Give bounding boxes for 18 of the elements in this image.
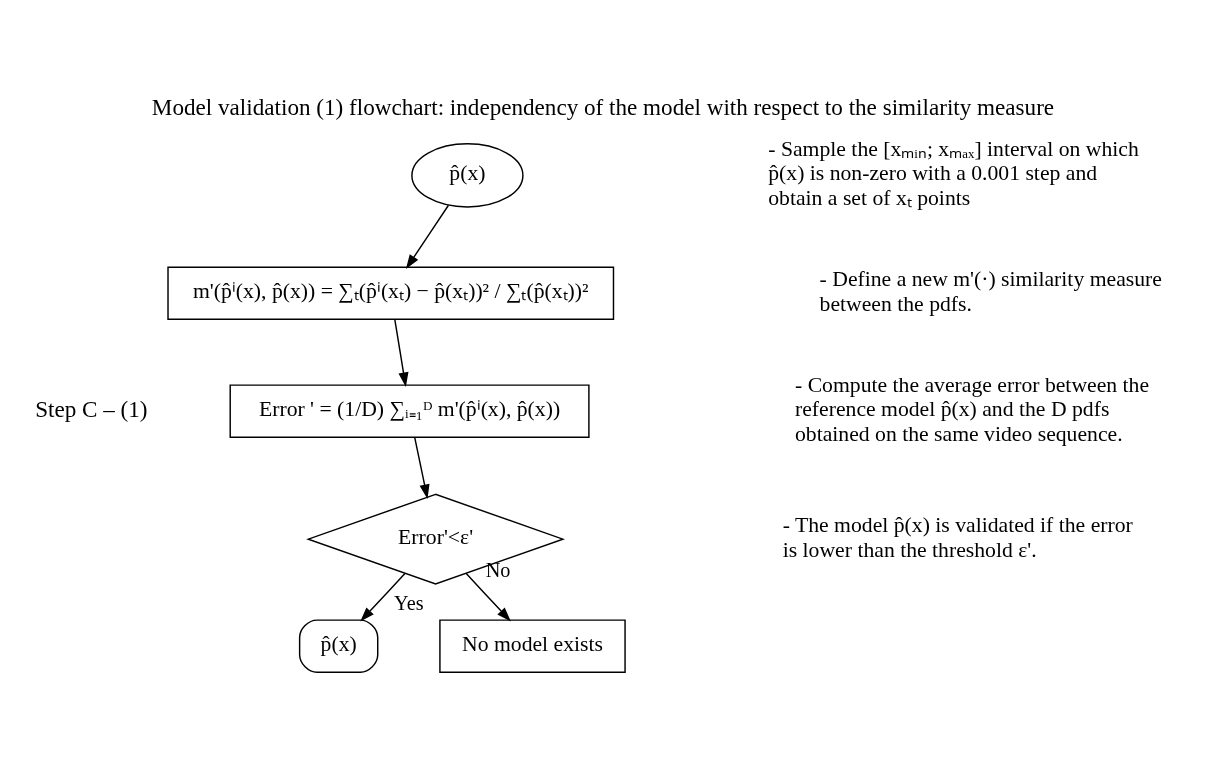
- node-box: p̂(x): [298, 619, 379, 673]
- edge-label: No: [485, 559, 511, 582]
- label: - Define a new m'(·) similarity measure between the pdfs.: [819, 267, 1162, 316]
- label: Step C – (1): [35, 395, 148, 422]
- arrow: [360, 572, 406, 622]
- arrow: [394, 318, 409, 387]
- arrow: [465, 572, 511, 622]
- arrow: [405, 204, 450, 270]
- arrow: [413, 436, 430, 499]
- label: - The model p̂(x) is validated if the error is lower than the threshold ε'.: [782, 512, 1133, 562]
- diagram-title: Model validation (1) flowchart: independency of the model with respect to the similarity measure: [151, 94, 1055, 121]
- label: - Sample the [xₘᵢₙ; xₘₐₓ] interval on which p̂(x) is non-zero with a 0.001 step and obtain a set of xₜ points: [768, 136, 1139, 211]
- node-ellipse: p̂(x): [411, 143, 524, 208]
- node-box: No model exists: [439, 619, 626, 673]
- node-box: m'(p̂ⁱ(x), p̂(x)) = ∑ₜ(p̂ⁱ(xₜ) − p̂(xₜ))² / ∑ₜ(p̂(xₜ))²: [167, 266, 615, 321]
- label: - Compute the average error between the reference model p̂(x) and the D pdfs obtained on the same video sequence.: [795, 372, 1150, 446]
- node-box: Error ' = (1/D) ∑ᵢ₌₁ᴰ m'(p̂ⁱ(x), p̂(x)): [229, 384, 590, 438]
- edge-label: Yes: [394, 592, 424, 615]
